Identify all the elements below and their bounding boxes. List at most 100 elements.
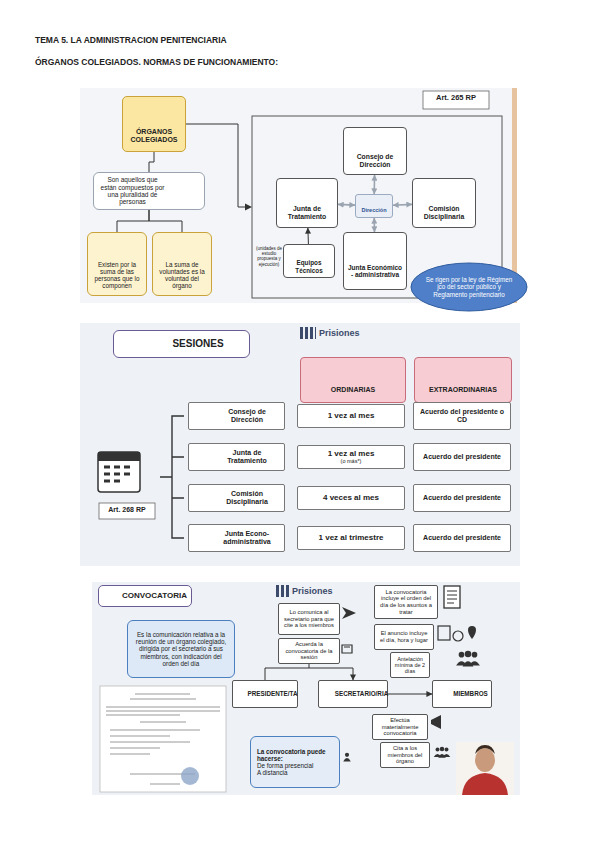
document-page <box>100 686 226 792</box>
node-text: ORDINARIAS <box>331 386 375 394</box>
node-text: Acuerdo del presidente <box>423 453 501 461</box>
connector <box>149 210 182 232</box>
logo-mark <box>300 327 316 339</box>
column-header: EXTRAORDINARIAS <box>414 357 512 403</box>
send-icon <box>342 607 356 619</box>
node-text: Dirección <box>361 207 386 213</box>
megaphone-icon <box>431 715 441 729</box>
calendar-top <box>98 452 140 461</box>
team-box: Equipos Técnicos <box>283 244 335 278</box>
direction-box: Dirección <box>355 194 393 218</box>
node-text: SECRETARIO/RIA <box>335 690 388 697</box>
row-name-box: Comisión Disciplinaria <box>188 484 285 512</box>
connector <box>265 668 353 680</box>
ordinary-cell: 1 vez al trimestre <box>297 526 405 550</box>
node-text: PRESIDENTE/TA <box>248 690 298 697</box>
calendar-icon <box>98 452 140 492</box>
node-text: Junta de Tratamiento <box>280 205 334 221</box>
node-text: Acuerda la convocatoria de la sesión <box>282 641 336 661</box>
section-header: CONVOCATORIA <box>98 585 192 607</box>
node-text: Comisión Disciplinaria <box>416 205 472 221</box>
node-text: Acuerdo del presidente <box>423 534 501 542</box>
bracket <box>160 416 184 538</box>
node-text: Antelación mínima de 2 días <box>394 656 426 675</box>
connector <box>388 694 432 695</box>
connector <box>373 175 375 194</box>
node-text: A distancia <box>257 769 287 776</box>
connector <box>149 152 154 172</box>
logo-bar <box>276 585 279 597</box>
role-box: MIEMBROS <box>432 680 492 708</box>
photo-bg <box>456 742 514 795</box>
shirt <box>462 773 508 795</box>
node-text: EXTRAORDINARIAS <box>429 386 497 394</box>
node-text: La convocatoria puede hacerse: <box>257 748 336 762</box>
node-text: 1 vez al mes <box>328 449 375 458</box>
ordinary-cell: 1 vez al mes(o más*) <box>297 445 405 469</box>
notice-box: Antelación mínima de 2 días <box>390 652 430 678</box>
node-text: ÓRGANOS COLEGIADOS <box>126 128 182 144</box>
organ-box: Comisión Disciplinaria <box>412 178 476 228</box>
organ-box: Junta de Tratamiento <box>276 178 338 228</box>
feature-box: La suma de voluntades es la voluntad del… <box>152 232 212 296</box>
logo-bar <box>300 327 303 339</box>
slide-panel <box>80 323 520 566</box>
clock-small <box>453 631 463 641</box>
agreement-icon <box>342 645 352 653</box>
action-box: Acuerda la convocatoria de la sesión <box>278 638 340 664</box>
feature-box: Existen por la suma de las personas que … <box>87 232 147 296</box>
node-text: Equipos Técnicos <box>287 259 331 273</box>
node-text: Consejo de Dirección <box>213 408 281 424</box>
section-header: SESIONES <box>113 330 250 358</box>
node-text: Es la comunicación relativa a la reunión… <box>132 631 230 667</box>
note-text: (unidades de estudio propuesta y ejecuci… <box>254 246 284 267</box>
node-text: CONVOCATORIA <box>122 591 187 600</box>
doc-outline <box>444 586 460 608</box>
connector <box>338 204 355 206</box>
article-ref: Art. 265 RP <box>423 94 489 103</box>
calendar-small <box>438 626 450 640</box>
face <box>475 748 495 772</box>
node-text: El anuncio incluye el día, hora y lugar <box>378 630 430 643</box>
doc-lines <box>447 591 457 603</box>
node-text: 4 veces al mes <box>323 493 379 502</box>
node-text: MIEMBROS <box>453 690 488 697</box>
document-seal <box>181 767 199 785</box>
node-text: (o más*) <box>341 458 362 464</box>
document-icon <box>444 586 460 608</box>
extraordinary-cell: Acuerdo del presidente <box>413 524 511 552</box>
logo-bar <box>315 327 316 339</box>
logo-mark <box>276 585 289 597</box>
extraordinary-cell: Acuerdo del presidente <box>413 484 511 512</box>
node-text: Cita a los miembros del órgano <box>384 745 426 765</box>
node-text: La suma de voluntades es la voluntad del… <box>156 261 208 290</box>
logo-text: Prisiones <box>292 586 362 596</box>
subtitle: ÓRGANOS COLEGIADOS. NORMAS DE FUNCIONAMI… <box>35 58 435 68</box>
row-name-box: Junta de Tratamiento <box>188 443 285 471</box>
node-text: Acuerdo del presidente o CD <box>417 408 507 424</box>
logo-text: Prisiones <box>319 328 389 338</box>
article-box <box>99 503 155 519</box>
node-text: De forma presencial <box>257 762 313 769</box>
node-text: Acuerdo del presidente <box>423 494 501 502</box>
definition-box: Es la comunicación relativa a la reunión… <box>127 620 235 678</box>
node-text: Efectúa materialmente convocatoria <box>376 717 424 737</box>
info-box: El anuncio incluye el día, hora y lugar <box>374 624 434 650</box>
action-box: Efectúa materialmente convocatoria <box>372 714 428 740</box>
calendar-days <box>104 467 130 481</box>
connector <box>373 218 375 232</box>
info-box: La convocatoria incluye el orden del día… <box>374 585 438 619</box>
connector <box>307 228 309 244</box>
node-text: Comisión Disciplinaria <box>213 490 281 506</box>
ordinary-cell: 4 veces al mes <box>297 486 405 510</box>
row-name-box: Consejo de Dirección <box>188 402 285 430</box>
people-icon <box>456 651 480 667</box>
node-text: 1 vez al mes <box>328 411 375 420</box>
definition-box: Son aquellos que están compuestos por un… <box>93 172 205 210</box>
node-text: La convocatoria incluye el orden del día… <box>378 589 434 616</box>
action-box: Cita a los miembros del órgano <box>380 742 430 768</box>
logo-bar <box>286 585 289 597</box>
hair <box>475 745 495 754</box>
document-thumbnail <box>100 686 226 792</box>
